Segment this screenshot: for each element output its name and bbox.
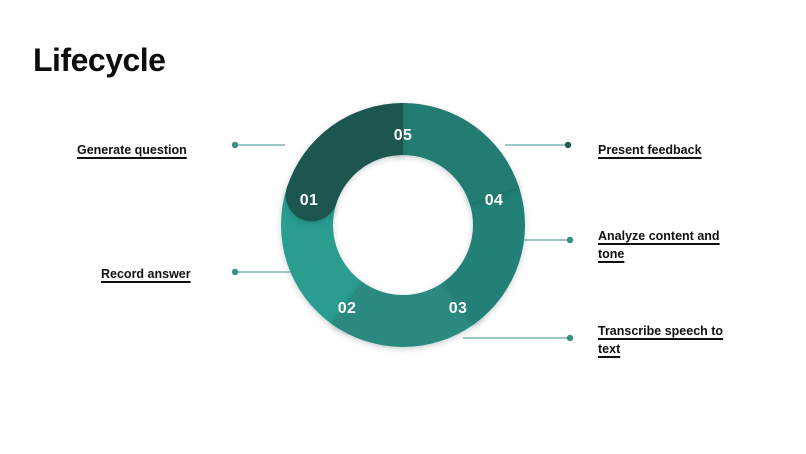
segment-arc-02 — [331, 281, 475, 347]
callout-line: text — [598, 340, 758, 358]
callout-line: Generate question — [77, 141, 187, 159]
segment-cap-04 — [377, 103, 429, 155]
segment-arc-04 — [403, 103, 520, 204]
segment-number-01: 01 — [299, 192, 319, 209]
callout-line: Record answer — [101, 265, 191, 283]
segment-number-05: 05 — [393, 127, 413, 144]
callout-text: Transcribe speech to — [598, 324, 724, 338]
segment-number-02: 02 — [337, 300, 357, 317]
connector-dot-01 — [231, 141, 239, 149]
callout-line: Analyze content and — [598, 227, 758, 245]
donut-segment-05[interactable] — [285, 103, 403, 222]
segment-arc-03 — [444, 187, 525, 324]
callout-line: Present feedback — [598, 141, 702, 159]
segment-arc-05 — [286, 103, 403, 204]
callout-text: Present feedback — [598, 143, 702, 157]
callout-line: Transcribe speech to — [598, 322, 758, 340]
callout-label-03[interactable]: Transcribe speech to text — [598, 322, 758, 358]
segment-cap-02 — [433, 276, 486, 329]
callout-text: Generate question — [77, 143, 187, 157]
callout-text: Analyze content and — [598, 229, 720, 243]
callout-line: tone — [598, 245, 758, 263]
callout-text: Record answer — [101, 267, 191, 281]
connector-dot-03 — [566, 334, 574, 342]
donut-segment-04[interactable] — [377, 103, 520, 204]
callout-text: text — [598, 342, 621, 356]
donut-segment-03[interactable] — [444, 169, 525, 324]
callout-text: tone — [598, 247, 625, 261]
callout-label-01[interactable]: Generate question — [77, 141, 187, 159]
donut-segment-02[interactable] — [331, 276, 486, 347]
connector-dot-04 — [566, 236, 574, 244]
segment-number-04: 04 — [484, 192, 504, 209]
callout-label-05[interactable]: Present feedback — [598, 141, 702, 159]
segment-cap-03 — [468, 169, 521, 222]
segment-cap-01 — [320, 276, 373, 329]
callout-connectors — [231, 141, 574, 342]
connector-dot-02 — [231, 268, 239, 276]
callout-label-04[interactable]: Analyze content and tone — [598, 227, 758, 263]
segment-arc-01 — [281, 187, 362, 324]
segment-cap-05 — [285, 169, 338, 222]
connector-dot-05 — [564, 141, 572, 149]
page-title: Lifecycle — [33, 42, 166, 78]
callout-label-02[interactable]: Record answer — [101, 265, 191, 283]
donut-segment-01[interactable] — [281, 187, 373, 329]
donut-segments — [281, 103, 525, 347]
segment-number-03: 03 — [448, 300, 468, 317]
